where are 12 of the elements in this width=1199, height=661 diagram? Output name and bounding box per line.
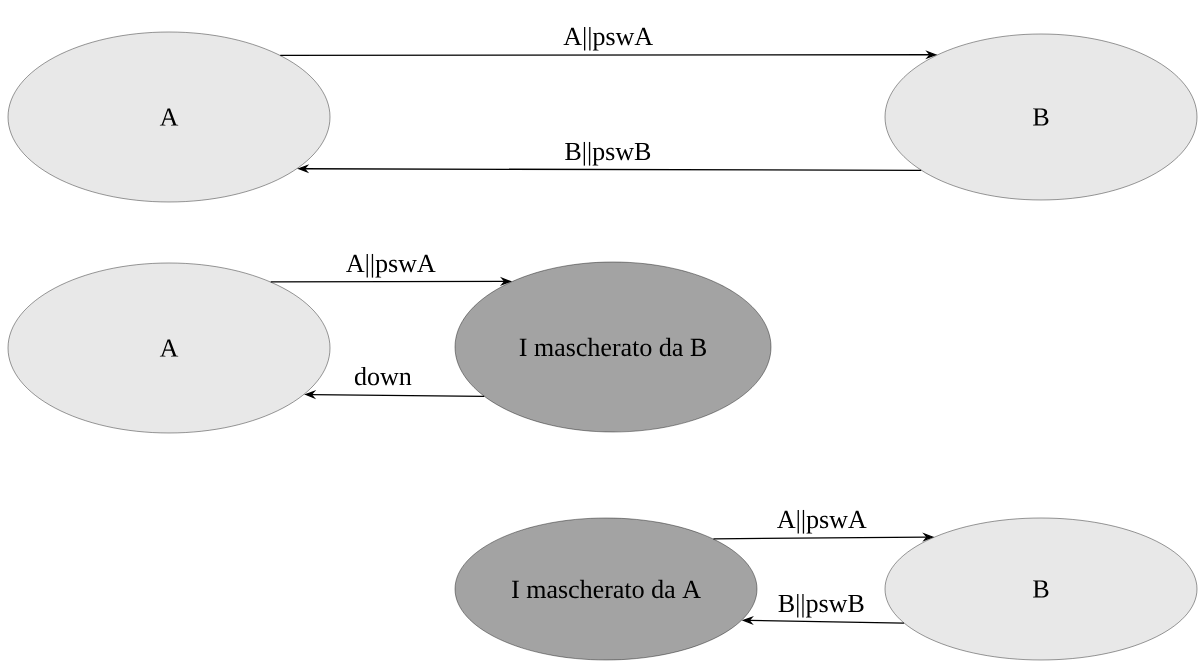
edge-label: A||pswA bbox=[346, 253, 436, 278]
ellipse-node: A bbox=[7, 262, 331, 434]
edge-label: A||pswA bbox=[563, 26, 653, 51]
edge-label: A||pswA bbox=[777, 509, 867, 534]
ellipse-node: I mascherato da A bbox=[454, 517, 758, 661]
ellipse-node: B bbox=[884, 33, 1198, 201]
ellipse-node: B bbox=[884, 517, 1198, 661]
edge-label: B||pswB bbox=[565, 141, 651, 166]
ellipse-node: I mascherato da B bbox=[454, 261, 772, 433]
edge-label: B||pswB bbox=[778, 593, 864, 618]
ellipse-node: A bbox=[7, 31, 331, 203]
edge-label: down bbox=[354, 366, 412, 386]
